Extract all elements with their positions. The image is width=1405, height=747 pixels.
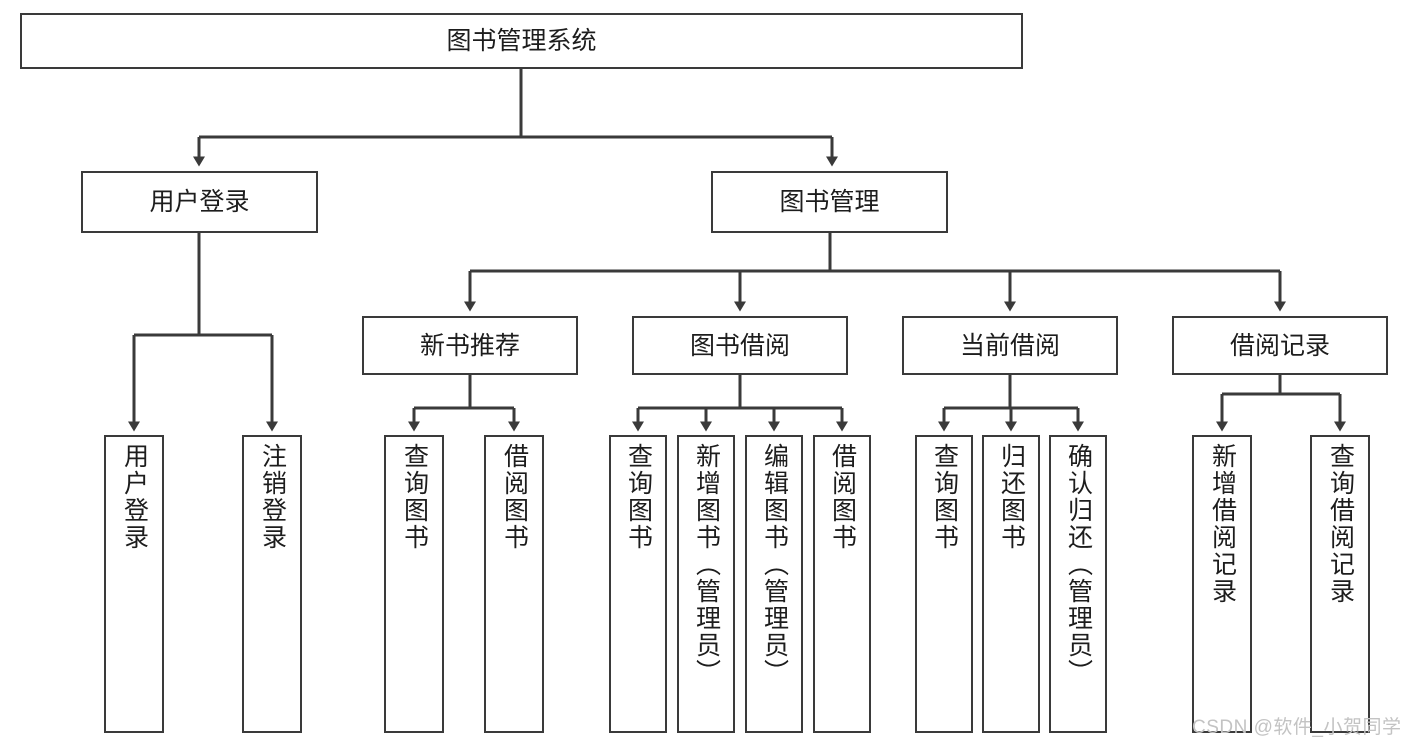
node-label: 查询图书 xyxy=(400,443,429,551)
node-label: 图书管理 xyxy=(779,188,880,216)
node-leaf-query-borrow-record[interactable]: 查询借阅记录 xyxy=(1310,435,1370,733)
node-book-management[interactable]: 图书管理 xyxy=(711,171,948,233)
node-leaf-query-book-borrow[interactable]: 查询图书 xyxy=(609,435,667,733)
node-leaf-borrow-book-recommend[interactable]: 借阅图书 xyxy=(484,435,544,733)
node-leaf-confirm-return-admin[interactable]: 确认归还（管理员） xyxy=(1049,435,1107,733)
node-label: 图书管理系统 xyxy=(446,27,597,55)
node-label: 查询借阅记录 xyxy=(1326,443,1355,605)
node-leaf-add-borrow-record[interactable]: 新增借阅记录 xyxy=(1192,435,1252,733)
node-label: 新增借阅记录 xyxy=(1208,443,1237,605)
node-label: 用户登录 xyxy=(149,188,250,216)
watermark-text: CSDN @软件_小贺同学 xyxy=(1192,717,1402,738)
node-borrow-record[interactable]: 借阅记录 xyxy=(1172,316,1388,375)
node-label: 编辑图书（管理员） xyxy=(760,443,789,686)
node-leaf-edit-book-admin[interactable]: 编辑图书（管理员） xyxy=(745,435,803,733)
node-label: 图书借阅 xyxy=(689,331,790,360)
node-leaf-borrow-book[interactable]: 借阅图书 xyxy=(813,435,871,733)
node-user-login[interactable]: 用户登录 xyxy=(81,171,318,233)
node-label: 借阅图书 xyxy=(500,443,529,551)
node-new-book-recommend[interactable]: 新书推荐 xyxy=(362,316,578,375)
node-leaf-user-login[interactable]: 用户登录 xyxy=(104,435,164,733)
node-label: 新书推荐 xyxy=(419,331,520,360)
node-label: 用户登录 xyxy=(120,443,149,551)
node-leaf-query-book-current[interactable]: 查询图书 xyxy=(915,435,973,733)
node-label: 确认归还（管理员） xyxy=(1064,443,1093,686)
node-label: 当前借阅 xyxy=(959,331,1060,360)
node-leaf-query-book-recommend[interactable]: 查询图书 xyxy=(384,435,444,733)
node-label: 新增图书（管理员） xyxy=(692,443,721,686)
node-current-borrow[interactable]: 当前借阅 xyxy=(902,316,1118,375)
node-leaf-return-book[interactable]: 归还图书 xyxy=(982,435,1040,733)
node-leaf-add-book-admin[interactable]: 新增图书（管理员） xyxy=(677,435,735,733)
node-label: 查询图书 xyxy=(624,443,653,551)
node-label: 借阅图书 xyxy=(828,443,857,551)
node-leaf-logout[interactable]: 注销登录 xyxy=(242,435,302,733)
node-label: 查询图书 xyxy=(930,443,959,551)
node-book-borrow[interactable]: 图书借阅 xyxy=(632,316,848,375)
node-label: 注销登录 xyxy=(258,443,287,551)
node-label: 归还图书 xyxy=(997,443,1026,551)
node-label: 借阅记录 xyxy=(1229,331,1330,360)
node-root-system[interactable]: 图书管理系统 xyxy=(20,13,1023,69)
